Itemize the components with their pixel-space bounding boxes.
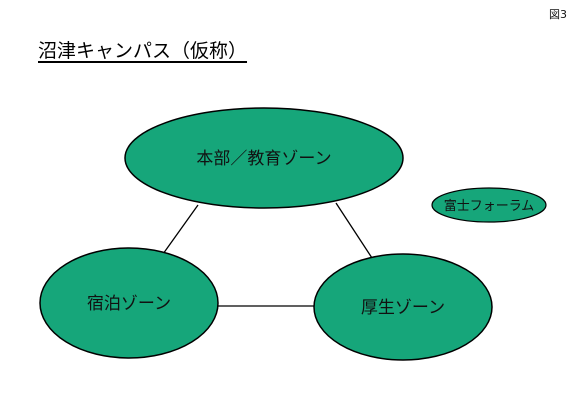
zone-fuji-label: 富士フォーラム bbox=[444, 198, 535, 214]
connector-honbu-shukuhaku bbox=[162, 204, 199, 255]
figure-label: 図3 bbox=[549, 8, 567, 21]
zone-fuji-ellipse bbox=[431, 187, 547, 223]
zone-shukuhaku-label: 宿泊ゾーン bbox=[87, 294, 171, 314]
zone-honbu-label: 本部／教育ゾーン bbox=[196, 149, 331, 169]
connector-honbu-kousei bbox=[335, 202, 373, 259]
page-title: 沼津キャンパス（仮称） bbox=[38, 40, 248, 62]
zone-shukuhaku-ellipse bbox=[39, 247, 219, 359]
zone-honbu-ellipse bbox=[124, 107, 404, 209]
zone-kousei-ellipse bbox=[313, 253, 493, 361]
zone-kousei-label: 厚生ゾーン bbox=[361, 298, 445, 318]
